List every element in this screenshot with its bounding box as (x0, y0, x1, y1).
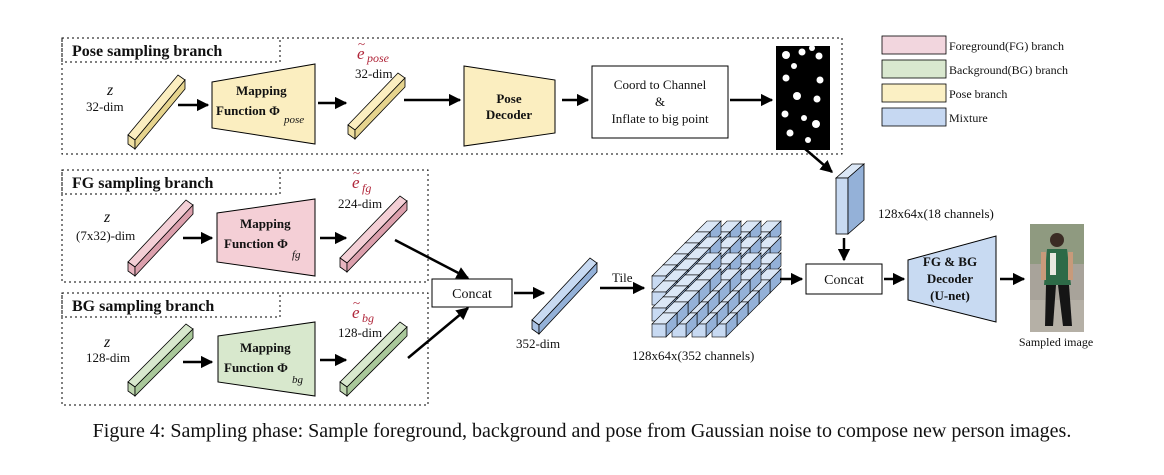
pose-e-dim: 32-dim (355, 66, 393, 81)
pose-branch-title: Pose sampling branch (72, 43, 222, 60)
legend-label: Pose branch (949, 87, 1007, 101)
fg-e-dim: 224-dim (338, 196, 382, 211)
sampled-image-label: Sampled image (1019, 335, 1093, 349)
fg-z-dim: (7x32)-dim (76, 228, 135, 243)
concat-vector-352 (531, 257, 598, 336)
pose-channel-tensor (834, 163, 866, 235)
bg-e-subscript: bg (362, 311, 374, 325)
pose-mapping-label-1: Mapping (236, 83, 287, 98)
bg-e-tilde: ~ (353, 295, 360, 310)
pose-mapping-function (211, 63, 316, 145)
bg-branch-box (61, 292, 429, 406)
fg-branch-title: FG sampling branch (72, 175, 213, 192)
pose-z-vector (127, 74, 186, 151)
tensor-cell (651, 312, 678, 338)
fg-mapping-function (216, 198, 316, 277)
concat-box-1 (431, 278, 513, 308)
fg-z-symbol: z (103, 209, 111, 226)
fg-z-vector (127, 199, 194, 278)
fg-mapping-label-2: Function Φ (224, 236, 288, 251)
concat-label-2: Concat (824, 273, 864, 288)
fg-mapping-label-1: Mapping (240, 216, 291, 231)
bg-z-dim: 128-dim (86, 350, 130, 365)
coord-label-1: Coord to Channel (614, 77, 707, 92)
bg-branch: BG sampling branch z 128-dim Mapping Fun… (61, 292, 429, 406)
arrow-fg-to-concat (394, 238, 470, 280)
coord-label-2: & (655, 94, 665, 109)
merge-section: Concat 352-dim Tile 128x64x(352 channels… (394, 147, 1093, 363)
pose-branch-box (61, 37, 843, 155)
legend-item: Pose branch (881, 83, 1007, 103)
legend-label: Foreground(FG) branch (949, 39, 1064, 53)
bg-mapping-label-2: Function Φ (224, 360, 288, 375)
bg-z-symbol: z (103, 334, 111, 351)
coord-label-3: Inflate to big point (611, 111, 709, 126)
coord-to-channel-box (591, 65, 729, 139)
legend-swatch (881, 59, 947, 79)
concat-box-2 (805, 263, 883, 295)
fg-e-vector (339, 195, 408, 273)
bg-mapping-label-1: Mapping (240, 340, 291, 355)
pose-z-dim: 32-dim (86, 99, 124, 114)
pose-e-subscript: pose (366, 51, 390, 65)
bg-e-symbol: e (352, 303, 360, 322)
fg-e-symbol: e (352, 173, 360, 192)
pose-keypoint-map (776, 45, 830, 150)
figure-caption: Figure 4: Sampling phase: Sample foregro… (92, 420, 1072, 442)
vector-dim-label: 352-dim (516, 336, 560, 351)
pose-z-symbol: z (106, 82, 114, 99)
pose-branch: Pose sampling branch z 32-dim Mapping Fu… (61, 36, 843, 155)
bg-branch-title-box (61, 292, 281, 318)
fg-branch-box (61, 169, 429, 283)
pose-e-vector (347, 72, 406, 140)
sampled-image (1030, 224, 1084, 332)
fg-branch-title-box (61, 169, 281, 195)
legend-item: Background(BG) branch (881, 59, 1068, 79)
bg-e-dim: 128-dim (338, 325, 382, 340)
pose-mapping-subscript: pose (283, 114, 304, 126)
pose-branch-title-box (61, 37, 281, 63)
pose-mapping-label-2: Function Φ (216, 103, 280, 118)
legend-swatch (881, 83, 947, 103)
tensor-label: 128x64x(352 channels) (632, 348, 754, 363)
legend-swatch (881, 107, 947, 127)
bg-mapping-subscript: bg (292, 374, 304, 386)
pose-decoder-label-1: Pose (496, 91, 522, 106)
fg-branch: FG sampling branch z (7x32)-dim Mapping … (61, 165, 429, 283)
legend-label: Mixture (949, 111, 988, 125)
arrow-bg-to-concat (407, 307, 469, 359)
bg-branch-title: BG sampling branch (72, 298, 214, 315)
concat-label-1: Concat (452, 287, 492, 302)
legend-swatch (881, 35, 947, 55)
tile-label: Tile (612, 270, 633, 285)
legend-label: Background(BG) branch (949, 63, 1068, 77)
pose-e-symbol: e (357, 44, 365, 63)
fgbg-decoder-label-3: (U-net) (930, 288, 970, 303)
pose-decoder-label-2: Decoder (486, 107, 532, 122)
fg-e-tilde: ~ (353, 165, 360, 180)
sampling-diagram: Pose sampling branch z 32-dim Mapping Fu… (61, 35, 1093, 406)
fgbg-decoder-label-1: FG & BG (923, 254, 977, 269)
arrow-posemap-to-tensor (803, 147, 833, 173)
fgbg-decoder-label-2: Decoder (927, 271, 973, 286)
pose-e-tilde: ~ (358, 36, 365, 51)
pose-tensor-label: 128x64x(18 channels) (878, 206, 994, 221)
legend-item: Mixture (881, 107, 988, 127)
bg-mapping-function (217, 321, 316, 397)
bg-z-vector (127, 323, 194, 397)
fg-e-subscript: fg (362, 181, 371, 195)
pose-decoder (463, 65, 556, 147)
bg-e-vector (339, 321, 408, 397)
tiled-tensor (651, 220, 782, 338)
fg-mapping-subscript: fg (292, 249, 301, 261)
legend-item: Foreground(FG) branch (881, 35, 1064, 55)
fgbg-decoder (907, 235, 997, 323)
